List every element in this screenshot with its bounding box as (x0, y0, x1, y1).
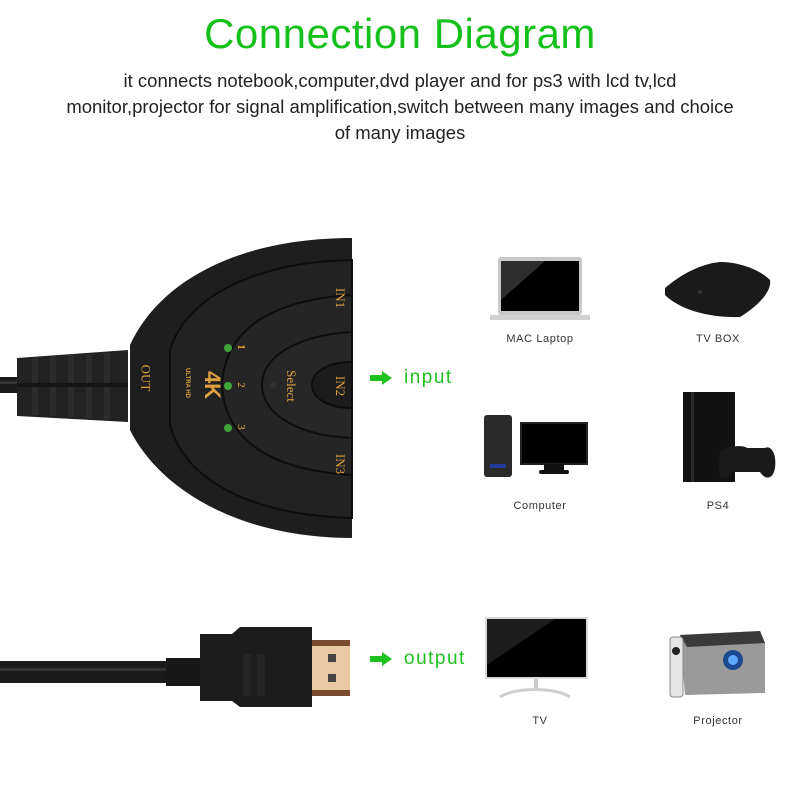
input-flow: input (370, 367, 453, 389)
port-label-in1: IN1 (333, 287, 349, 309)
projector-icon (669, 631, 765, 698)
port-label-in3: IN3 (333, 453, 349, 475)
laptop-icon (490, 257, 590, 320)
badge-ultra-hd: ULTRA HD (184, 368, 190, 398)
device-label-mac-laptop: MAC Laptop (506, 333, 574, 345)
monitor-icon (485, 617, 588, 699)
description: it connects notebook,computer,dvd player… (66, 70, 734, 143)
led-label-1: 1 (234, 344, 247, 350)
hdmi-cable-image (0, 627, 350, 707)
device-label-tv: TV (532, 715, 548, 727)
device-label-tv-box: TV BOX (696, 333, 740, 345)
device-label-ps4: PS4 (706, 500, 730, 512)
led-label-2: 2 (234, 382, 247, 388)
output-label: output (404, 648, 466, 669)
badge-4k: 4K (200, 370, 226, 400)
led-label-3: 3 (234, 424, 247, 430)
desktop-computer-icon (484, 415, 588, 477)
port-label-in2: IN2 (333, 375, 349, 397)
device-label-projector: Projector (693, 715, 743, 727)
output-flow: output (370, 648, 466, 670)
page-title: Connection Diagram (204, 10, 596, 57)
device-label-computer: Computer (513, 500, 567, 512)
arrow-right-icon (370, 652, 392, 666)
arrow-right-icon (370, 371, 392, 385)
port-label-out: OUT (138, 364, 154, 392)
tv-box-icon (665, 262, 771, 318)
hdmi-switch-image (0, 238, 353, 538)
select-button-label: Select (283, 370, 299, 402)
game-console-icon (683, 392, 776, 482)
input-label: input (404, 367, 453, 388)
